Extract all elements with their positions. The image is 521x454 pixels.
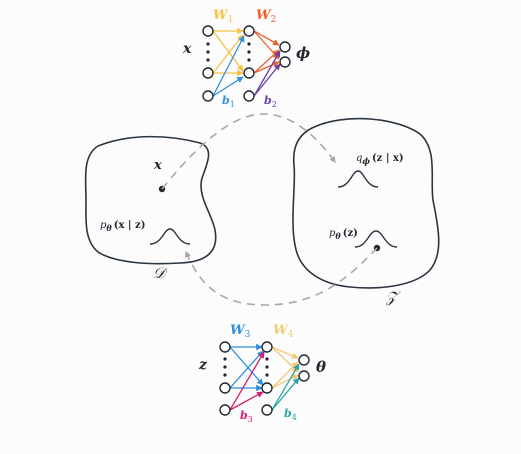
likelihood-curve bbox=[149, 228, 191, 245]
decoder-nodes bbox=[219, 341, 310, 416]
encoder-ellipsis-dots bbox=[206, 42, 251, 62]
encoder-w1-edges bbox=[212, 27, 244, 77]
data-point-label: x bbox=[153, 158, 162, 173]
posterior-curve bbox=[337, 170, 379, 188]
encoder-hidden-node bbox=[243, 67, 255, 79]
decoder-b4-edges bbox=[271, 363, 300, 411]
decoder-w3-edges bbox=[229, 343, 264, 392]
encoder-b2-edges bbox=[253, 50, 281, 97]
decoder-network: z θ W3 W4 b3 b4 bbox=[198, 323, 326, 424]
latent-space: qϕ(z | x) pθ(z) 𝒵 bbox=[292, 117, 440, 306]
encoder-network: x ϕ W1 W2 b1 b2 bbox=[182, 8, 310, 109]
encoder-input-node bbox=[202, 67, 214, 79]
encoder-b1-label: b1 bbox=[222, 94, 235, 109]
prior-curve bbox=[354, 230, 398, 248]
encoder-output-label: ϕ bbox=[296, 44, 310, 62]
decoder-b3-edges bbox=[229, 351, 265, 411]
decoder-w4-label: W4 bbox=[273, 323, 294, 340]
data-space-outline bbox=[84, 135, 217, 265]
encoder-output-node bbox=[279, 41, 291, 53]
decoder-output-node bbox=[298, 370, 310, 382]
decoder-w4-edges bbox=[271, 346, 299, 389]
encoder-bias-node bbox=[202, 90, 214, 102]
decoder-bias-node bbox=[261, 404, 273, 416]
encoder-output-node bbox=[279, 56, 291, 68]
encoder-b1-edges bbox=[212, 35, 245, 97]
decoder-input-node bbox=[219, 341, 231, 353]
posterior-label: qϕ(z | x) bbox=[356, 153, 404, 166]
decoder-w3-label: W3 bbox=[230, 323, 251, 340]
decoder-hidden-node bbox=[261, 382, 273, 394]
prior-label: pθ(z) bbox=[329, 228, 358, 241]
encoder-b2-label: b2 bbox=[264, 94, 277, 109]
decoder-hidden-node bbox=[261, 341, 273, 353]
encoder-bias-node bbox=[243, 90, 255, 102]
decoder-b3-label: b3 bbox=[240, 409, 253, 424]
decoder-bias-node bbox=[219, 404, 231, 416]
decoder-b4-label: b4 bbox=[284, 407, 297, 422]
decoder-output-label: θ bbox=[316, 358, 326, 376]
encoder-nodes bbox=[202, 25, 291, 102]
encoder-input-node bbox=[202, 25, 214, 37]
decode-arrow bbox=[185, 247, 378, 306]
encoder-hidden-node bbox=[243, 25, 255, 37]
data-space-name: 𝒟 bbox=[153, 264, 168, 282]
encoder-w2-edges bbox=[253, 30, 280, 74]
latent-space-name: 𝒵 bbox=[385, 288, 401, 306]
latent-space-outline bbox=[292, 117, 440, 289]
likelihood-label: pθ(x | z) bbox=[100, 220, 145, 233]
encode-arrow bbox=[161, 113, 336, 190]
encoder-input-label: x bbox=[182, 41, 192, 57]
decoder-ellipsis-dots bbox=[223, 357, 269, 377]
encoder-w2-label: W2 bbox=[256, 8, 276, 25]
decoder-output-node bbox=[298, 354, 310, 366]
decoder-input-node bbox=[219, 382, 231, 394]
decoder-input-label: z bbox=[198, 357, 208, 373]
encoder-w1-label: W1 bbox=[213, 8, 233, 25]
data-space: x pθ(x | z) 𝒟 bbox=[84, 135, 217, 282]
